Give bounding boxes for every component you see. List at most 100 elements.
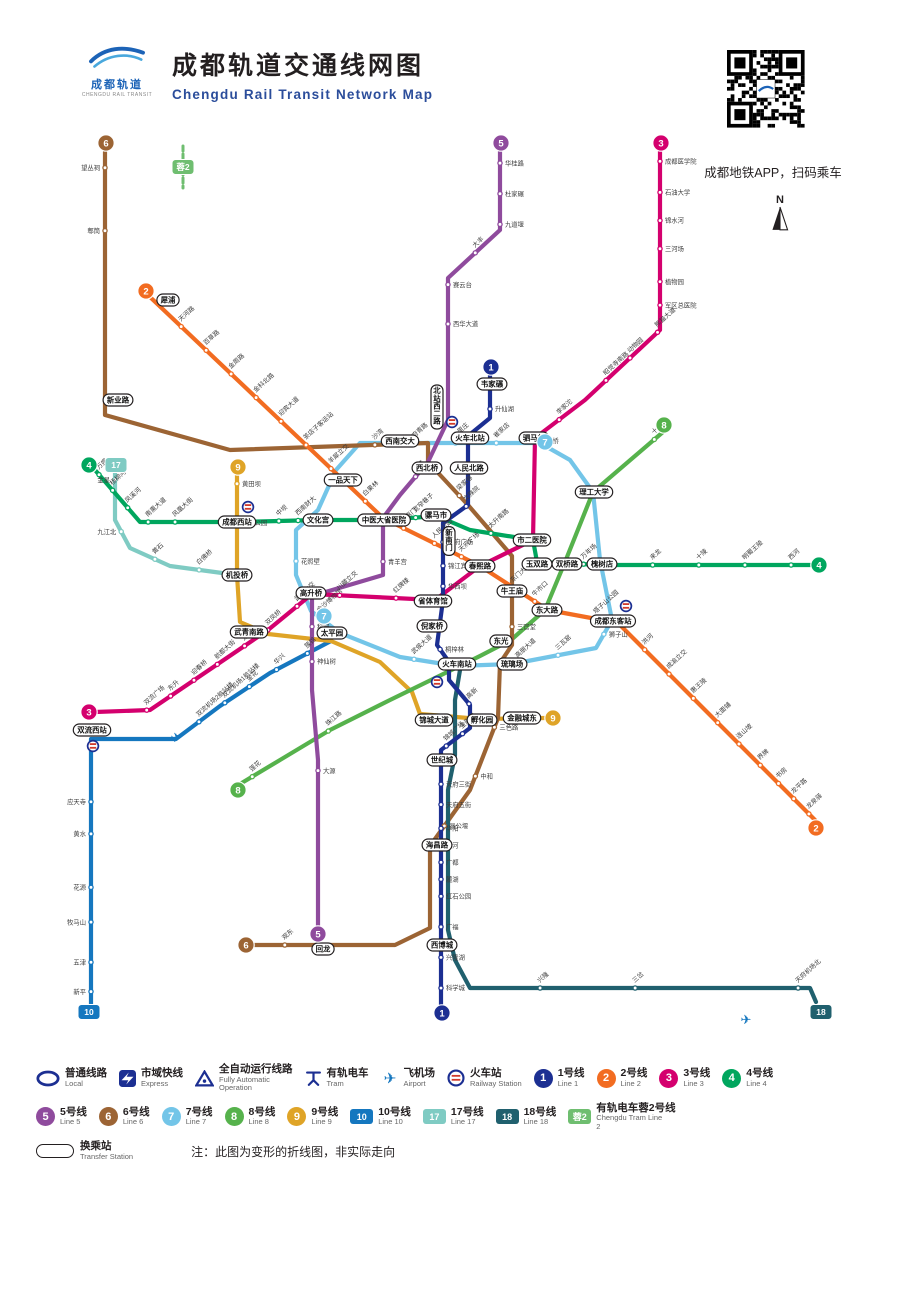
transfer-station-label: 人民北路 (454, 464, 484, 473)
station-label: 连山坡 (734, 721, 755, 741)
transfer-station-pill (357, 513, 411, 527)
legend-label-cn: 18号线 (523, 1105, 557, 1118)
transfer-station-label: 省体育馆 (417, 597, 448, 606)
transfer-station-label: 世纪城 (431, 756, 454, 765)
station-dot (438, 954, 444, 961)
line-number-label: 3 (86, 707, 91, 718)
transfer-station-pill (531, 603, 563, 617)
station-label: 百草路 (201, 327, 222, 347)
station-dot (96, 471, 102, 478)
qr-code (727, 50, 805, 128)
station-dot (380, 558, 386, 565)
transfer-station-pill (414, 713, 454, 727)
legend-label-cn: 有轨电车蓉2号线 (596, 1101, 676, 1114)
transfer-station-label: 火车南站 (442, 660, 472, 669)
line-terminal-badge (229, 781, 247, 799)
station-label: 川藏立交 (335, 568, 360, 592)
line-terminal-badge (80, 703, 98, 721)
transfer-station-label: 新南门 (445, 528, 453, 552)
station-dot (278, 418, 284, 425)
transfer-station-label: 武青南路 (234, 628, 264, 637)
line-number-label: 1 (439, 1008, 445, 1019)
legend-label-cn: 4号线 (746, 1067, 774, 1080)
legend-label-en: Line 5 (60, 1117, 81, 1127)
station-dot (657, 158, 663, 165)
station-dot (438, 985, 444, 991)
transfer-station-pill (295, 586, 327, 600)
map-icons: ✈✈ (86, 415, 752, 1027)
station-dot (657, 217, 663, 224)
legend-label-en: Line 18 (523, 1117, 549, 1127)
line-number-label: 18 (816, 1007, 826, 1017)
station-dot (393, 595, 399, 601)
station-dot (459, 730, 466, 737)
station-dot (411, 656, 417, 663)
station-dot (102, 227, 108, 234)
transfer-station-label: 火车北站 (455, 434, 485, 443)
station-dot (315, 767, 321, 774)
airport-icon: ✈ (171, 730, 182, 745)
station-dot (775, 780, 782, 787)
line-number-label: 5 (498, 138, 504, 149)
station-dot (493, 440, 500, 446)
legend-label-cn: 10号线 (378, 1105, 411, 1118)
legend-label-cn: 市域快线 (141, 1067, 183, 1080)
station-label: 花源 (73, 883, 86, 892)
station-dot (228, 371, 234, 377)
legend-label-en: Line 8 (248, 1117, 269, 1127)
station-dot (438, 893, 444, 900)
line-terminal-badge (237, 936, 255, 954)
stations: 府青路八里庄崔家店狮子山三瓦窑高朋大道武侯大道金沙博物馆花照壁金星九江北黄石白佛… (67, 156, 824, 995)
transfer-station-label: 市二医院 (517, 536, 547, 545)
transfer-station-pill (323, 473, 363, 487)
line-number-label: 6 (243, 940, 248, 951)
transfer-station-pill (496, 584, 528, 598)
station-dot (641, 646, 648, 653)
transfer-station-label: 琉璃场 (501, 660, 524, 669)
station-label: 郫筒 (87, 226, 100, 235)
line-badge-2: 2 (596, 1068, 616, 1088)
line-terminal-badge (171, 159, 195, 175)
station-dot (657, 278, 663, 285)
transfer-station-legend-icon (36, 1144, 74, 1159)
legend-label-en: Chengdu Tram Line 2 (596, 1113, 663, 1131)
station-dot (657, 302, 663, 308)
station-label: 界牌 (755, 746, 771, 762)
legend-label-en: Railway Station (470, 1078, 522, 1088)
airport-icon: ✈ (741, 1012, 752, 1027)
legend-label-cn: 火车站 (470, 1067, 502, 1080)
line-badge-7: 7 (161, 1107, 181, 1127)
line-number-label: 3 (658, 138, 663, 149)
station-dot (282, 942, 288, 948)
metro-line-10 (88, 638, 334, 1008)
station-dot (690, 695, 697, 702)
railway-station-icon (445, 415, 459, 429)
station-label: 神仙树 (317, 657, 337, 666)
station-label: 武侯大道 (409, 632, 434, 656)
station-label: 明蜀王陵 (740, 537, 765, 561)
line-terminal-badge (536, 433, 554, 451)
station-dot (412, 473, 419, 480)
station-dot (88, 831, 94, 837)
station-label: 花照壁 (301, 556, 321, 565)
transfer-station-pill (450, 431, 490, 445)
line-badge-17: 17 (422, 1109, 446, 1125)
station-label: 植物园 (665, 277, 684, 286)
station-label: 新平 (73, 987, 86, 996)
station-dot (167, 693, 174, 699)
line-number-label: 6 (103, 138, 108, 149)
station-label: 大面铺 (713, 700, 733, 719)
station-dot (696, 562, 702, 568)
station-dot (178, 323, 184, 330)
line-badge-18: 18 (495, 1109, 519, 1125)
local-line-icon (36, 1070, 60, 1087)
station-label: 石油大学 (665, 188, 690, 197)
metro-line-18 (445, 667, 819, 1005)
transfer-station-pill (437, 657, 477, 671)
